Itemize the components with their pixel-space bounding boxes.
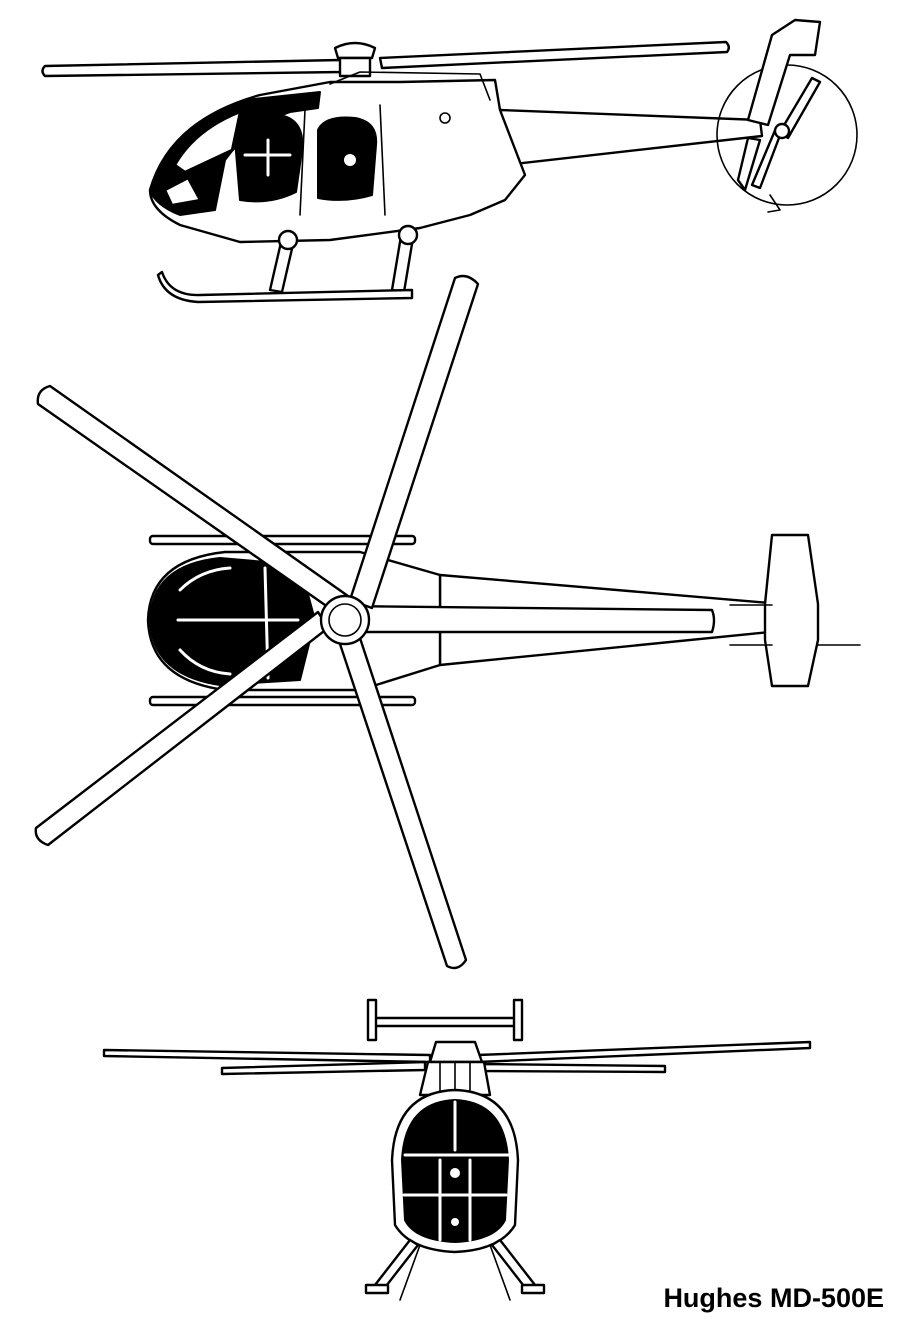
front-fin-right (512, 998, 524, 1042)
front-rotor-blade-left-lower (220, 1060, 427, 1076)
top-rotor-blade-upper (348, 274, 480, 610)
side-main-rotor (41, 40, 730, 78)
side-canopy-pane-upper (173, 110, 242, 174)
side-canopy-pane-lower (163, 176, 202, 207)
front-view (102, 998, 812, 1301)
side-skid (156, 270, 414, 304)
side-lower-fin (736, 136, 762, 192)
front-gear-right (490, 1238, 537, 1292)
aircraft-caption: Hughes MD-500E (663, 1283, 884, 1313)
side-tail-boom (498, 108, 764, 167)
side-tail-skid (767, 194, 781, 213)
side-rotor-blade-left (41, 58, 344, 78)
side-tail-rotor-hub (773, 122, 791, 140)
front-stabilizer (370, 1016, 520, 1028)
side-engine-cowl (329, 71, 491, 101)
front-rotor-blade-right-lower (480, 1062, 667, 1074)
side-vent (439, 112, 451, 124)
top-rotor-blade-aft (343, 604, 716, 634)
top-rotor-hub (319, 594, 371, 646)
front-skid-left (364, 1283, 390, 1295)
front-gear-left (373, 1238, 420, 1292)
side-upper-fin (746, 18, 822, 127)
side-rotor-hub (333, 41, 377, 60)
side-door-lines (299, 104, 386, 216)
side-rotor-blade-right (378, 40, 730, 70)
side-rear-gear-joint (397, 224, 419, 246)
top-rotor-blade-lower (336, 630, 468, 970)
top-rotor-blade-upper-left (36, 384, 350, 614)
top-canopy-frame (176, 566, 300, 680)
top-tail-lines (729, 604, 861, 646)
side-front-gear-joint (277, 229, 299, 251)
side-view (41, 18, 858, 304)
top-skid-upper (148, 534, 417, 546)
front-sensor (451, 1218, 459, 1226)
front-rotor-blade-right (476, 1040, 812, 1064)
top-view (34, 274, 861, 970)
front-skid-right (520, 1283, 546, 1295)
top-rotor-blade-lower-left (34, 610, 330, 847)
front-fin-left (366, 998, 378, 1042)
side-front-window-frame (243, 138, 292, 177)
front-light (450, 1168, 460, 1178)
top-rotor-hub-inner (328, 603, 362, 637)
front-canopy-frame (402, 1100, 510, 1242)
top-stabilizer (763, 533, 820, 688)
front-rotor-hub (428, 1040, 484, 1064)
front-gear-braces (399, 1244, 511, 1301)
front-rotor-blade-left (102, 1048, 432, 1064)
side-door-handle (344, 154, 356, 166)
